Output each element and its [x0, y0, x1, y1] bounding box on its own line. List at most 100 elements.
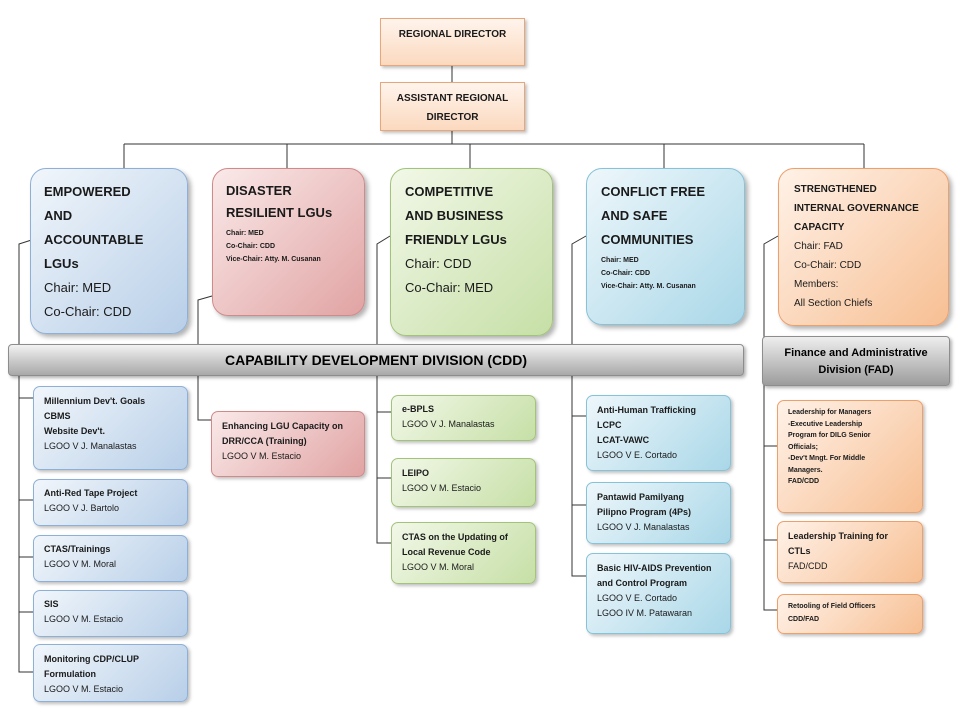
program-title: Anti-Red Tape Project	[44, 488, 138, 498]
ard-label-line: ASSISTANT REGIONAL	[396, 93, 509, 104]
outcome-co-chair: Co-Chair: CDD	[601, 270, 650, 277]
program-box: CTAS on the Updating of Local Revenue Co…	[391, 522, 536, 584]
outcome-title-line: AND	[44, 208, 73, 223]
program-detail: -Dev't Mngt. For Middle	[788, 455, 866, 462]
outcome-co-chair: Co-Chair: CDD	[44, 304, 132, 319]
program-title: Website Dev't.	[44, 426, 105, 436]
program-person: FAD/CDD	[788, 478, 820, 485]
outcome-title-line: INTERNAL GOVERNANCE	[794, 203, 919, 214]
program-person: LGOO V M. Estacio	[222, 451, 302, 461]
program-title: CTAS/Trainings	[44, 544, 111, 554]
outcome-title-line: DISASTER	[226, 183, 292, 198]
outcome-co-chair: Co-Chair: CDD	[794, 260, 862, 271]
program-title: Monitoring CDP/CLUP	[44, 654, 139, 664]
program-detail: -Executive Leadership	[788, 420, 863, 428]
program-title: Formulation	[44, 669, 96, 679]
program-title: Anti-Human Trafficking	[597, 405, 697, 415]
program-title: CTAS on the Updating of	[402, 532, 508, 542]
outcome-chair: Chair: MED	[44, 280, 112, 295]
outcome-title-line: LGUs	[44, 256, 79, 271]
outcome-chair: Chair: MED	[601, 257, 639, 264]
outcome-chair: Chair: MED	[226, 230, 264, 237]
program-detail: Officials;	[788, 443, 818, 451]
program-person: LGOO V E. Cortado	[597, 450, 678, 460]
fad-division-label-line: Division (FAD)	[818, 364, 894, 376]
program-person: LGOO V M. Estacio	[44, 684, 124, 694]
program-box: CTAS/Trainings LGOO V M. Moral	[33, 535, 188, 582]
program-title: Enhancing LGU Capacity on	[222, 421, 344, 431]
program-title: Basic HIV-AIDS Prevention	[597, 563, 712, 573]
program-title: e-BPLS	[402, 404, 435, 414]
outcome-competitive-business-friendly-lgus: COMPETITIVE AND BUSINESS FRIENDLY LGUs C…	[390, 168, 553, 336]
outcome-co-chair: Co-Chair: CDD	[226, 243, 275, 250]
outcome-chair: Chair: CDD	[405, 256, 472, 271]
program-person: CDD/FAD	[788, 616, 820, 623]
program-title: LCPC	[597, 420, 622, 430]
program-title: and Control Program	[597, 578, 688, 588]
outcome-title-line: COMMUNITIES	[601, 232, 694, 247]
program-person: LGOO V M. Moral	[44, 559, 117, 569]
program-box: Leadership Training for CTLs FAD/CDD	[777, 521, 923, 583]
program-title: CBMS	[44, 411, 71, 421]
program-person: LGOO V M. Moral	[402, 562, 475, 572]
program-title: Millennium Dev't. Goals	[44, 396, 146, 406]
program-person: LGOO V J. Manalastas	[597, 522, 690, 532]
outcome-co-chair: Co-Chair: MED	[405, 280, 494, 295]
program-person: LGOO V J. Manalastas	[402, 419, 495, 429]
program-box: SIS LGOO V M. Estacio	[33, 590, 188, 637]
program-title: SIS	[44, 599, 59, 609]
program-title: Local Revenue Code	[402, 547, 491, 557]
program-box: Pantawid Pamilyang Pilipno Program (4Ps)…	[586, 482, 731, 544]
fad-division-banner: Finance and Administrative Division (FAD…	[762, 336, 950, 386]
program-title: Leadership Training for	[788, 531, 889, 541]
program-person: LGOO V J. Manalastas	[44, 441, 137, 451]
program-box: Anti-Red Tape Project LGOO V J. Bartolo	[33, 479, 188, 526]
program-box: Basic HIV-AIDS Prevention and Control Pr…	[586, 553, 731, 634]
program-detail: Managers.	[788, 466, 823, 474]
program-person: LGOO V J. Bartolo	[44, 503, 120, 513]
outcome-title-line: COMPETITIVE	[405, 184, 494, 199]
outcome-members: All Section Chiefs	[794, 298, 873, 309]
program-title: Pilipno Program (4Ps)	[597, 507, 692, 517]
outcome-conflict-free-safe-communities: CONFLICT FREE AND SAFE COMMUNITIES Chair…	[586, 168, 745, 325]
program-box: Leadership for Managers -Executive Leade…	[777, 400, 923, 513]
outcome-title-line: STRENGTHENED	[794, 184, 877, 195]
outcome-vice-chair: Vice-Chair: Atty. M. Cusanan	[601, 283, 696, 290]
program-box: Anti-Human Trafficking LCPC LCAT-VAWC LG…	[586, 395, 731, 471]
outcome-chair: Chair: FAD	[794, 241, 843, 252]
program-person: LGOO V M. Estacio	[44, 614, 124, 624]
program-box: Millennium Dev't. Goals CBMS Website Dev…	[33, 386, 188, 470]
outcome-title-line: FRIENDLY LGUs	[405, 232, 507, 247]
program-person: LGOO V E. Cortado	[597, 593, 678, 603]
program-box: e-BPLS LGOO V J. Manalastas	[391, 395, 536, 441]
outcome-title-line: ACCOUNTABLE	[44, 232, 144, 247]
program-box: LEIPO LGOO V M. Estacio	[391, 458, 536, 507]
program-box: Monitoring CDP/CLUP Formulation LGOO V M…	[33, 644, 188, 702]
program-title: Leadership for Managers	[788, 409, 872, 416]
program-title: Pantawid Pamilyang	[597, 492, 685, 502]
outcome-vice-chair: Vice-Chair: Atty. M. Cusanan	[226, 256, 321, 263]
cdd-division-label: CAPABILITY DEVELOPMENT DIVISION (CDD)	[224, 352, 528, 368]
assistant-regional-director-box: ASSISTANT REGIONAL DIRECTOR	[380, 82, 525, 131]
outcome-members-label: Members:	[794, 279, 839, 290]
fad-division-label-line: Finance and Administrative	[784, 347, 928, 359]
outcome-title-line: RESILIENT LGUs	[226, 205, 333, 220]
program-title: LEIPO	[402, 468, 430, 478]
regional-director-box: REGIONAL DIRECTOR	[380, 18, 525, 66]
program-title: Retooling of Field Officers	[788, 603, 876, 610]
program-title: LCAT-VAWC	[597, 435, 650, 445]
regional-director-label: REGIONAL DIRECTOR	[398, 29, 507, 40]
outcome-empowered-accountable-lgus: EMPOWERED AND ACCOUNTABLE LGUs Chair: ME…	[30, 168, 188, 334]
program-detail: Program for DILG Senior	[788, 432, 871, 439]
program-box: Retooling of Field Officers CDD/FAD	[777, 594, 923, 634]
outcome-title-line: EMPOWERED	[44, 184, 131, 199]
outcome-disaster-resilient-lgus: DISASTER RESILIENT LGUs Chair: MED Co-Ch…	[212, 168, 365, 316]
program-person: LGOO IV M. Patawaran	[597, 608, 693, 618]
program-title: DRR/CCA (Training)	[222, 436, 307, 446]
outcome-title-line: CAPACITY	[794, 222, 845, 233]
outcome-title-line: AND BUSINESS	[405, 208, 504, 223]
outcome-strengthened-internal-governance-capacity: STRENGTHENED INTERNAL GOVERNANCE CAPACIT…	[778, 168, 949, 326]
ard-label-line: DIRECTOR	[426, 112, 479, 123]
program-title: CTLs	[788, 546, 811, 556]
cdd-division-banner: CAPABILITY DEVELOPMENT DIVISION (CDD)	[8, 344, 744, 376]
